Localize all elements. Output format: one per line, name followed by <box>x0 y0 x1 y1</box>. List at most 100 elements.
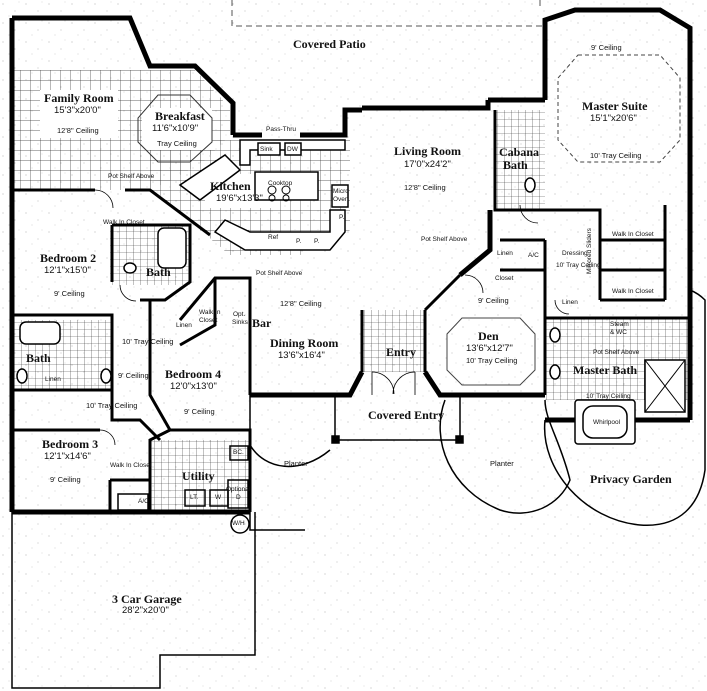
bar-label: Bar <box>252 316 272 330</box>
bath-2-tray-ceiling: 10' Tray Ceiling <box>122 337 174 346</box>
breakfast-name: Breakfast <box>155 109 205 123</box>
closet-label: Closet <box>495 275 514 282</box>
master-suite-ceiling-top: 9' Ceiling <box>591 43 622 52</box>
kitchen-name: Kitchen <box>210 179 251 193</box>
bath-2-label: Bath <box>26 351 51 365</box>
water-heater-label: W/H <box>232 520 245 527</box>
master-suite-ceiling: 10' Tray Ceiling <box>590 151 642 160</box>
dw-label: DW <box>287 146 298 153</box>
walk-in-closet-master-1: Walk In Closet <box>612 231 654 238</box>
sink-label: Sink <box>260 146 273 153</box>
planter-left-label: Planter <box>284 459 308 468</box>
master-suite-name: Master Suite <box>582 99 648 113</box>
garage-dims: 28'2"x20'0" <box>122 605 169 616</box>
breakfast-dims: 11'6"x10'9" <box>152 123 199 134</box>
entry-label: Entry <box>386 345 416 359</box>
pantry-label-3: P. <box>339 214 345 221</box>
master-suite-dims: 15'1"x20'6" <box>590 113 637 124</box>
pantry-label-1: P. <box>296 238 302 245</box>
micro-oven-line1: Micro <box>333 188 349 195</box>
bedroom-2-name: Bedroom 2 <box>40 251 97 265</box>
pass-thru-label: Pass-Thru <box>266 126 296 133</box>
breakfast-tray <box>137 94 213 163</box>
walk-in-closet-master-2: Walk In Closet <box>612 288 654 295</box>
bedroom-4-name: Bedroom 4 <box>165 367 222 381</box>
kitchen-dims: 19'6"x13'3" <box>216 193 263 204</box>
covered-entry-label: Covered Entry <box>368 408 445 422</box>
cabana-bath-line2: Bath <box>503 158 528 172</box>
bedroom-4-dims: 12'0"x13'0" <box>170 381 217 392</box>
ref-label: Ref <box>268 234 279 241</box>
steam-shower-line2: & WC <box>610 329 627 336</box>
dining-ceiling: 12'8" Ceiling <box>280 299 322 308</box>
bedroom-3-tray-ceiling: 10' Tray Ceiling <box>86 401 138 410</box>
covered-entry-outline <box>249 289 706 526</box>
cabana-bath-line1: Cabana <box>499 145 540 159</box>
cooktop-label: Cooktop <box>268 180 293 187</box>
master-suite-tray <box>557 54 681 163</box>
optional-d-line2: D <box>236 494 241 501</box>
pantry-label-2: P. <box>314 238 320 245</box>
pot-shelf-master-label: Pot Shelf Above <box>593 349 640 356</box>
covered-patio-outline <box>231 0 545 27</box>
planter-right-label: Planter <box>490 459 514 468</box>
bedroom-3-name: Bedroom 3 <box>42 437 99 451</box>
bc-label: BC. <box>233 449 244 456</box>
optional-d-line1: Optional <box>226 486 251 493</box>
linen-bed4-label: Linen <box>176 322 192 329</box>
linen-master-label: Linen <box>562 299 578 306</box>
garage-outline <box>11 445 305 689</box>
lt-label: LT. <box>190 494 199 501</box>
utility-label: Utility <box>182 469 215 483</box>
bedroom-3-ceiling: 9' Ceiling <box>50 475 81 484</box>
pot-shelf-bed4-label: Pot Shelf Above <box>256 270 303 277</box>
door-swings <box>94 189 570 446</box>
privacy-garden-label: Privacy Garden <box>590 472 672 486</box>
interior-walls <box>12 110 690 512</box>
living-room-ceiling: 12'8" Ceiling <box>404 183 446 192</box>
family-room-dims: 15'3"x20'0" <box>54 105 101 116</box>
steam-shower-line1: Steam <box>610 321 629 328</box>
micro-oven-line2: Oven <box>333 196 349 203</box>
exterior-walls <box>9 7 693 515</box>
dressing-label: Dressing <box>562 250 588 257</box>
breakfast-ceiling: Tray Ceiling <box>157 139 197 148</box>
linen-cabana-label: Linen <box>497 250 513 257</box>
kitchen-counters <box>178 139 349 251</box>
den-dims: 13'6"x12'7" <box>466 343 513 354</box>
opt-sinks-line2: Sinks <box>232 319 248 326</box>
dining-room-name: Dining Room <box>270 336 339 350</box>
bedroom-4-ceiling: 9' Ceiling <box>184 407 215 416</box>
linen-bath-label: Linen <box>45 376 61 383</box>
ac-center-label: A/C <box>528 252 539 259</box>
bath-1-label: Bath <box>146 265 171 279</box>
master-bath-tray-ceiling: 10' Tray Ceiling <box>586 393 631 400</box>
dining-room-dims: 13'6"x16'4" <box>278 350 325 361</box>
bedroom-2-ceiling: 9' Ceiling <box>54 289 85 298</box>
master-bath-label: Master Bath <box>573 363 638 377</box>
bedroom-2-dims: 12'1"x15'0" <box>44 265 91 276</box>
walk-in-closet-bed4-line1: Walk In <box>199 309 221 316</box>
family-room-name: Family Room <box>44 91 114 105</box>
bath-2-ceiling: 9' Ceiling <box>118 371 149 380</box>
covered-patio-label: Covered Patio <box>293 37 366 51</box>
garage-name: 3 Car Garage <box>112 592 182 606</box>
ac-utility-label: A/C <box>138 498 149 505</box>
den-ceiling: 10' Tray Ceiling <box>466 356 518 365</box>
den-ceiling-top: 9' Ceiling <box>478 296 509 305</box>
mirrored-sliders-label: Mirrored Sliders <box>586 228 593 274</box>
walk-in-closet-bed4-line2: Closet <box>199 317 218 324</box>
bedroom-3-dims: 12'1"x14'6" <box>44 451 91 462</box>
opt-sinks-line1: Opt. <box>233 311 246 318</box>
pot-shelf-family-label: Pot Shelf Above <box>108 173 155 180</box>
whirlpool-label: Whirlpool <box>593 419 621 426</box>
family-room-ceiling: 12'8" Ceiling <box>57 126 99 135</box>
cooktop-burners <box>267 185 291 202</box>
dressing-tray-ceiling: 10' Tray Ceiling <box>556 262 601 269</box>
pot-shelf-living-label: Pot Shelf Above <box>421 236 468 243</box>
bath-fixtures <box>16 177 686 445</box>
washer-label: W <box>215 494 222 501</box>
walk-in-closet-bed3: Walk In Closet <box>110 462 152 469</box>
walk-in-closet-bed2: Walk In Closet <box>103 219 145 226</box>
